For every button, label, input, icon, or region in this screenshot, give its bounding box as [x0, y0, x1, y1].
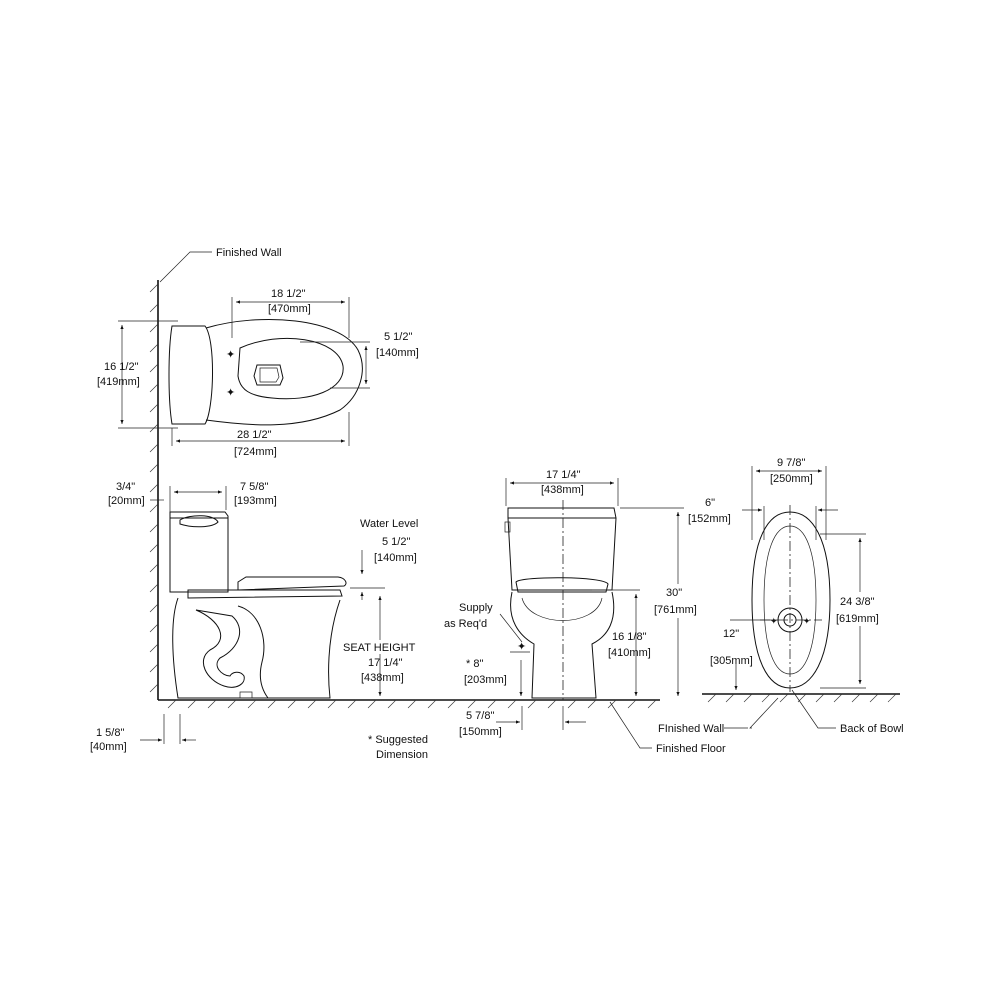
bottom-view: ✦ ✦ 9 7/8" [250mm] 6" [152mm] 24 3/8" [6…: [658, 457, 904, 735]
seat-17-25-mm: [438mm]: [361, 672, 404, 684]
finished-wall-leader: [159, 251, 212, 283]
flange-inner: [783, 613, 797, 627]
trapway-side: [195, 609, 245, 688]
suggested-note-line2: Dimension: [376, 749, 428, 761]
dim-18-5-mm: [470mm]: [268, 303, 311, 315]
dim-3-4-mm: [20mm]: [108, 495, 145, 507]
bolt-marker-icon: ✦: [803, 616, 811, 626]
finished-wall-bottom-leader: [749, 697, 779, 729]
dim-16-5-in: 16 1/2": [104, 361, 139, 373]
front-30-in: 30": [666, 587, 682, 599]
bowl-inner-top: [237, 337, 344, 400]
bowl-outline-top: [205, 318, 363, 426]
seat-side: [187, 589, 343, 599]
dim-1-5-8-in: 1 5/8": [96, 727, 124, 739]
finished-floor-leader: [609, 701, 652, 749]
floor-hatch: [167, 699, 657, 709]
front-30-mm: [761mm]: [654, 604, 697, 616]
dim-3-4-in: 3/4": [116, 481, 135, 493]
dim-28-5-in: 28 1/2": [237, 429, 272, 441]
front-8-in: * 8": [466, 658, 483, 670]
back-of-bowl-label: Back of Bowl: [840, 723, 904, 735]
water-5-5-in: 5 1/2": [382, 536, 410, 548]
bowl-outlet-top: [253, 364, 284, 386]
rear-wall-hatch: [707, 693, 897, 703]
supply-marker-icon: ✦: [517, 641, 526, 653]
side-view: 3/4" [20mm] 7 5/8" [193mm] Water Level 5…: [90, 481, 660, 761]
front-17-25-mm: [438mm]: [541, 484, 584, 496]
finished-floor-label: Finished Floor: [656, 743, 726, 755]
dim-5-5-top-in: 5 1/2": [384, 331, 412, 343]
flush-handle-icon: [504, 521, 511, 533]
dim-5-5-top-mm: [140mm]: [376, 347, 419, 359]
top-view: Finished Wall ✦ ✦ 18 1/2" [470mm] 5 1/2"…: [97, 247, 419, 700]
rear-12-mm: [305mm]: [710, 655, 753, 667]
front-8-mm: [203mm]: [464, 674, 507, 686]
front-16-1-8-in: 16 1/8": [612, 631, 647, 643]
flush-lever-icon: [179, 515, 219, 528]
rear-24-3-8-mm: [619mm]: [836, 613, 879, 625]
hinge-marker-icon: ✦: [226, 349, 235, 361]
bowl-front: [510, 591, 615, 699]
rear-6-mm: [152mm]: [688, 513, 731, 525]
tank-top-view: [168, 325, 214, 425]
seat-height-label: SEAT HEIGHT: [343, 642, 416, 654]
dim-16-5-mm: [419mm]: [97, 376, 140, 388]
rear-6-in: 6": [705, 497, 715, 509]
front-5-7-8-in: 5 7/8": [466, 710, 494, 722]
rear-12-in: 12": [723, 628, 739, 640]
dim-1-5-8-mm: [40mm]: [90, 741, 127, 753]
seat-lid-side: [237, 576, 347, 591]
lid-front: [515, 577, 609, 593]
water-level-label: Water Level: [360, 518, 418, 530]
water-5-5-mm: [140mm]: [374, 552, 417, 564]
supply-label-1: Supply: [459, 602, 493, 614]
back-of-bowl-leader: [791, 689, 836, 729]
front-5-7-8-mm: [150mm]: [459, 726, 502, 738]
bolt-marker-icon: ✦: [770, 616, 778, 626]
dim-7-5-8-in: 7 5/8": [240, 481, 268, 493]
finished-wall-bottom-label: FInished Wall: [658, 723, 724, 735]
front-16-1-8-mm: [410mm]: [608, 647, 651, 659]
rear-24-3-8-in: 24 3/8": [840, 596, 875, 608]
front-view: 17 1/4" [438mm] Supply as Req'd ✦ * 8" […: [444, 469, 726, 755]
rear-9-7-8-in: 9 7/8": [777, 457, 805, 469]
dim-7-5-8-mm: [193mm]: [234, 495, 277, 507]
rear-9-7-8-mm: [250mm]: [770, 473, 813, 485]
suggested-note-line1: * Suggested: [368, 734, 428, 746]
dim-18-5-in: 18 1/2": [271, 288, 306, 300]
seat-17-25-in: 17 1/4": [368, 657, 403, 669]
dim-28-5-mm: [724mm]: [234, 446, 277, 458]
supply-label-2: as Req'd: [444, 618, 487, 630]
bowl-side-profile: [172, 597, 341, 699]
finished-wall-top-label: Finished Wall: [216, 247, 282, 259]
hinge-marker-icon: ✦: [226, 387, 235, 399]
wall-hatch: [149, 283, 159, 693]
tank-side-view: [169, 511, 229, 593]
front-17-25-in: 17 1/4": [546, 469, 581, 481]
